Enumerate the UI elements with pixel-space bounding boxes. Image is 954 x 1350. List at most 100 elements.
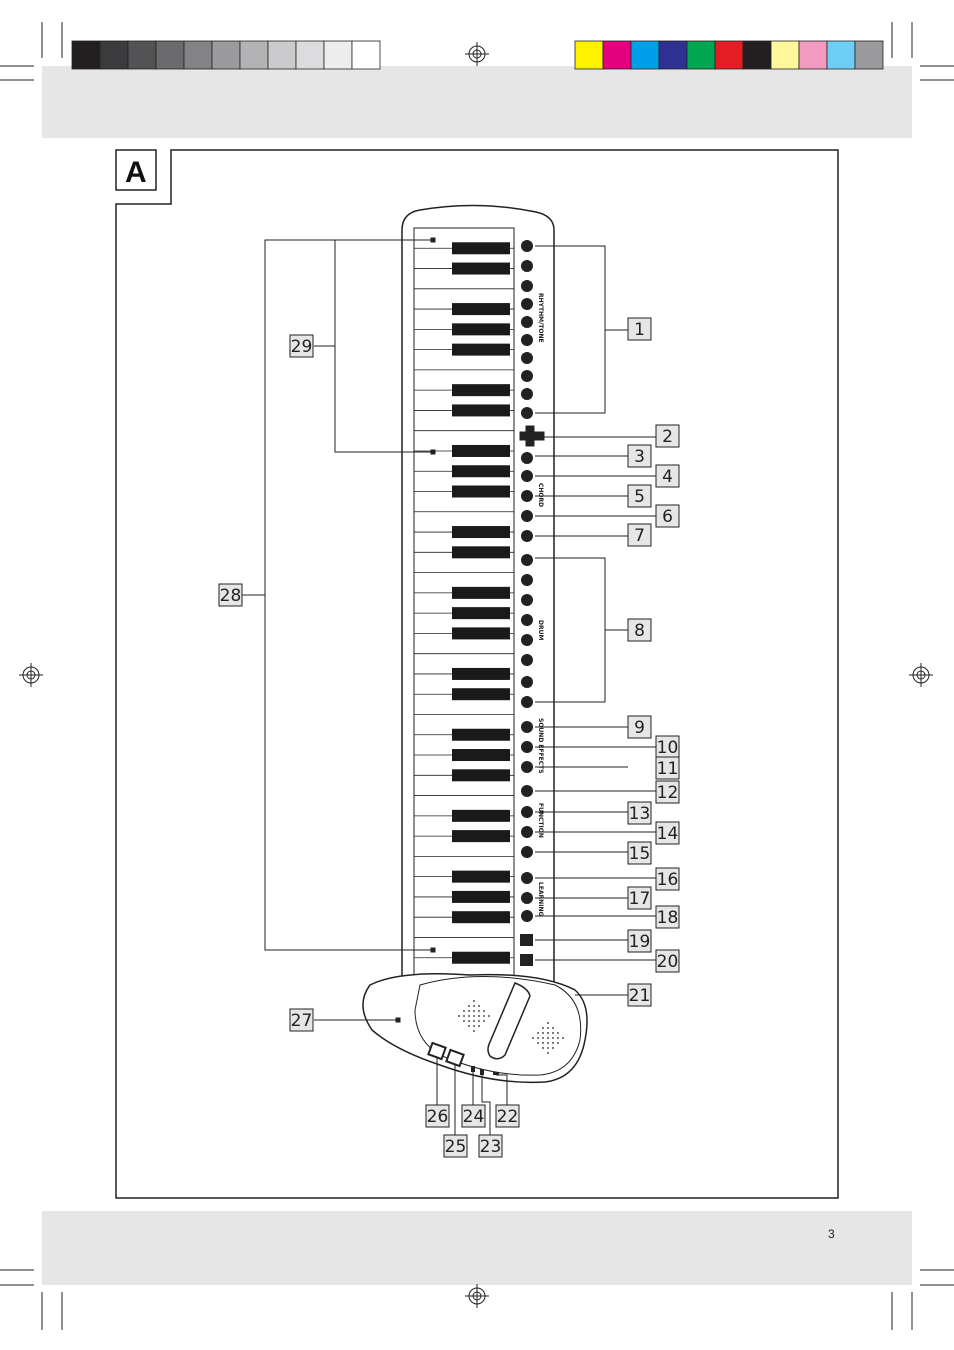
leader-dot [395,1017,401,1023]
callout-9: 9 [627,715,652,739]
handle-slot [487,982,531,1060]
callout-24: 24 [461,1104,486,1128]
grille-dot [547,1027,549,1029]
round-button [521,370,533,382]
round-button [521,240,533,252]
round-button [521,352,533,364]
callout-box [655,949,680,973]
callout-number: 13 [629,804,651,824]
square-button [520,954,533,966]
color-swatch [714,40,744,70]
speaker-grille-right [532,1022,564,1054]
color-swatch [742,40,772,70]
callout-1: 1 [627,317,652,341]
black-key [452,607,510,620]
callout-box [655,867,680,891]
grille-dot [562,1037,564,1039]
round-button [521,634,533,646]
round-button [521,574,533,586]
callout-box [627,484,652,508]
callout-box [655,756,680,780]
callout-number: 27 [291,1011,313,1031]
round-button [521,452,533,464]
label-drum: DRUM [537,620,544,640]
grille-dot [537,1042,539,1044]
figure-letter-box [115,149,157,191]
grille-dot [478,1010,480,1012]
round-button [521,554,533,566]
grille-dot [547,1042,549,1044]
figure-frame [115,149,839,1199]
grille-dot [478,1015,480,1017]
grille-dot [483,1010,485,1012]
jack-26 [427,1041,447,1061]
grille-dot [547,1047,549,1049]
grille-dot [547,1022,549,1024]
callout-number: 10 [657,738,679,758]
label-rhythm-tone: RHYTHM/TONE [537,293,544,343]
figure-letter: A [125,156,147,189]
callout-number: 1 [634,320,645,340]
black-key [452,728,510,741]
gray-swatch [183,40,213,70]
callout-box [627,983,652,1007]
black-key [452,627,510,640]
grille-dot [458,1015,460,1017]
round-button [521,298,533,310]
control-buttons [520,240,533,966]
callout-27: 27 [289,1008,314,1032]
grille-dot [478,1025,480,1027]
callout-4: 4 [655,464,680,488]
callout-3: 3 [627,444,652,468]
callout-number: 23 [480,1137,502,1157]
grille-dot [542,1047,544,1049]
callout-number: 21 [629,986,651,1006]
round-button [521,721,533,733]
gray-swatch [295,40,325,70]
round-button [521,334,533,346]
registration-mark-right [909,663,933,687]
switch-22 [493,1072,499,1075]
callout-box [627,618,652,642]
black-key [452,586,510,599]
round-button [521,826,533,838]
callout-box [461,1104,486,1128]
grille-dot [542,1042,544,1044]
callout-number: 2 [662,427,673,447]
registration-mark-bottom [465,1284,489,1308]
black-key [452,465,510,478]
callout-2: 2 [655,424,680,448]
callout-6: 6 [655,504,680,528]
grille-dot [552,1032,554,1034]
callout-20: 20 [655,949,680,973]
gray-swatch [323,40,353,70]
grille-dot [483,1020,485,1022]
button-group-labels: RHYTHM/TONE CHORD DRUM SOUND EFFECTS FUN… [537,293,544,916]
black-key [452,444,510,457]
color-swatch [630,40,660,70]
registration-mark-left [19,663,43,687]
callout-number: 8 [634,621,645,641]
callout-number: 15 [629,844,651,864]
grille-dot [463,1015,465,1017]
callout-box [627,929,652,953]
callout-15: 15 [627,841,652,865]
grille-dot [552,1027,554,1029]
grille-dot [552,1037,554,1039]
callout-29: 29 [289,334,314,358]
callout-number: 12 [657,783,679,803]
callout-box [627,317,652,341]
color-swatch [602,40,632,70]
grille-dot [547,1052,549,1054]
round-button [521,530,533,542]
label-sound-effects: SOUND EFFECTS [537,718,544,774]
grille-dot [478,1005,480,1007]
grille-dot [463,1010,465,1012]
square-button [520,934,533,946]
grille-dot [483,1015,485,1017]
grille-dot [473,1025,475,1027]
callout-23: 23 [478,1134,503,1158]
grille-dot [542,1027,544,1029]
gray-swatch [71,40,101,70]
callout-box [655,905,680,929]
